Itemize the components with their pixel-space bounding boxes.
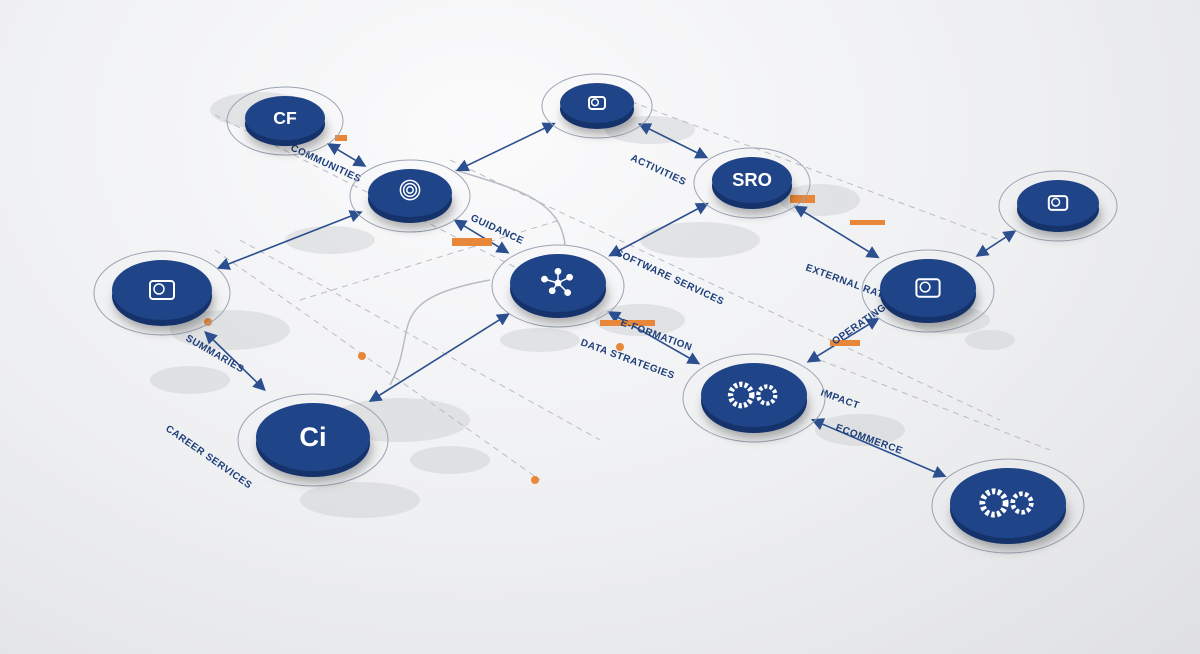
network-icon [541,268,573,297]
screen-icon [915,278,941,298]
document-icon: CF [273,108,297,128]
node-top [245,96,325,140]
target-icon [399,179,421,201]
guide-line [214,114,561,291]
gear-text-icon: SRO [732,169,772,190]
map-region [285,226,375,254]
node-ring [998,170,1118,242]
map-region [150,366,230,394]
node-text: SRO [732,169,772,190]
arrow-n8-n5 [975,230,1017,257]
node-top [1017,180,1099,226]
gears-icon [979,488,1034,518]
node-n5[interactable] [998,170,1118,242]
node-text: Ci [299,421,326,452]
accent-dot [531,476,539,484]
arrow-n3-n7 [453,219,510,254]
node-ring [861,249,995,333]
accent-bar [850,220,885,225]
node-n11[interactable] [931,458,1085,554]
node-n1[interactable]: CF [226,86,344,156]
node-ring [693,147,811,219]
map-region [300,482,420,518]
badge-icon: Ci [299,421,326,452]
accent-bar [452,238,492,246]
connections [204,122,1017,484]
node-ring [931,458,1085,554]
map-region [640,222,760,258]
diagram-label: COMMUNITIES [289,143,363,185]
guide-line [239,239,601,441]
accent-bar [600,320,655,326]
diagram-label: CAREER SERVICES [163,423,254,491]
node-n4[interactable]: SRO [693,147,811,219]
accent-dot [616,343,624,351]
arrow-n9-n11 [810,418,947,478]
node-n6[interactable] [93,250,231,336]
arrow-n1-n3 [326,143,367,167]
card-icon [1047,195,1069,211]
curve-connector [389,279,491,386]
node-ring [541,73,653,139]
map-region [965,330,1015,350]
guide-line [599,89,1001,241]
node-n7[interactable] [491,244,625,328]
accent-bar [335,135,347,141]
node-ring [93,250,231,336]
node-n2[interactable] [541,73,653,139]
accent-bar [790,195,815,203]
node-ring [226,86,344,156]
guide-line [819,359,1051,451]
node-n8[interactable] [861,249,995,333]
node-top [712,157,792,203]
curve-connector [454,169,566,246]
map-region [500,328,580,352]
node-n9[interactable] [682,353,826,443]
node-top [256,403,370,471]
node-ring [349,159,471,233]
diagram-label: ACTIVITIES [629,153,688,188]
accent-dot [204,318,212,326]
arrow-n3-n6 [216,210,363,270]
arrow-n2-n4 [638,123,709,159]
arrow-n7-n4 [608,202,709,257]
node-top [560,83,634,123]
nodes: CF SRO Ci [93,73,1118,554]
node-ring [491,244,625,328]
node-ring [682,353,826,443]
accent-bar [830,340,860,346]
accent-dot [358,352,366,360]
arrow-n2-n3 [455,122,556,172]
node-top [880,259,976,317]
node-ring [237,393,389,487]
node-top [112,260,212,320]
guide-line [299,219,561,301]
person-chat-icon [149,280,175,300]
people-icon [588,96,606,110]
diagram-label: DATA STRATEGIES [579,337,676,381]
arrow-n6-n10 [204,331,266,392]
node-text: CF [273,108,297,128]
arrow-n10-n7 [368,313,510,402]
node-n3[interactable] [349,159,471,233]
arrow-n4-n8 [793,205,880,259]
gears-icon [727,381,778,409]
node-n10[interactable]: Ci [237,393,389,487]
map-region [410,446,490,474]
